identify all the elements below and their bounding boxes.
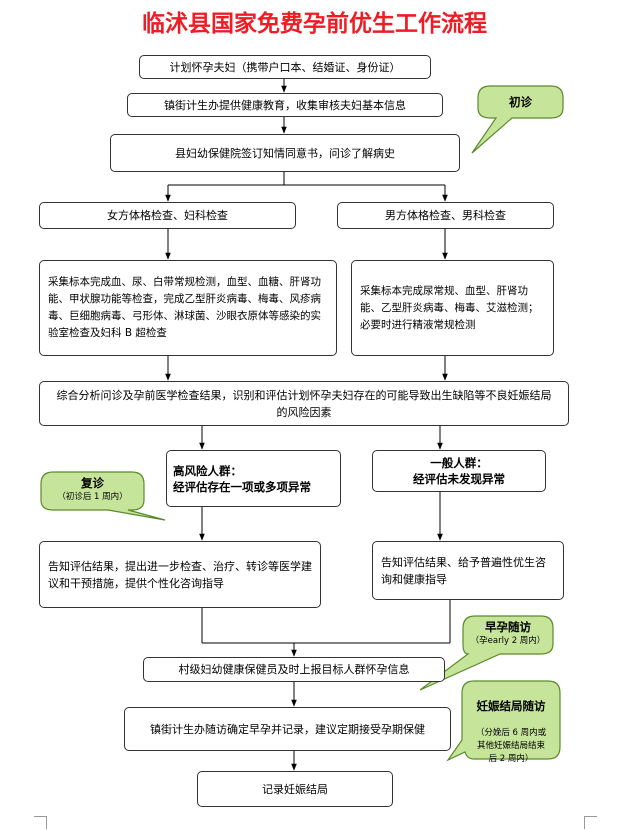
- note-early-sub: （孕early 2 周内）: [470, 636, 546, 646]
- step-town-education: 镇街计生办提供健康教育，收集审核夫妇基本信息: [127, 93, 443, 117]
- step-female-sampling: 采集标本完成血、尿、白带常规检测，血型、血糖、肝肾功能、甲状腺功能等检查，完成乙…: [39, 260, 337, 356]
- note-outcome-sub: （分娩后 6 周内或 其他妊娠结局结束 后 2 周内）: [475, 728, 547, 764]
- page-corner-mark-left: [34, 816, 47, 829]
- note-outcome-title: 妊娠结局随访: [476, 699, 546, 713]
- step-village-report: 村级妇幼健康保健员及时上报目标人群怀孕信息: [143, 657, 445, 682]
- callout-early-pregnancy: [419, 615, 554, 691]
- step-town-followup: 镇街计生办随访确定早孕并记录，建议定期接受孕期保健: [124, 707, 451, 751]
- note-early-pregnancy: 早孕随访 （孕early 2 周内）: [463, 619, 553, 648]
- step-plan-couple: 计划怀孕夫妇（携带户口本、结婚证、身份证）: [139, 55, 431, 79]
- note-outcome-followup: 妊娠结局随访 （分娩后 6 周内或 其他妊娠结局结束 后 2 周内）: [462, 685, 560, 779]
- step-general-inform: 告知评估结果、给予普遍性优生咨询和健康指导: [372, 541, 564, 600]
- note-revisit-sub: （初诊后 1 周内）: [57, 492, 128, 502]
- step-county-consent: 县妇幼保健院签订知情同意书，问诊了解病史: [110, 134, 460, 172]
- note-early-title: 早孕随访: [485, 620, 531, 634]
- step-male-sampling: 采集标本完成尿常规、血型、肝肾功能、乙型肝炎病毒、梅毒、艾滋检测；必要时进行精液…: [351, 260, 554, 356]
- step-risk-assessment: 综合分析问诊及孕前医学检查结果，识别和评估计划怀孕夫妇存在的可能导致出生缺陷等不…: [39, 381, 569, 426]
- callout-revisit: [40, 471, 166, 521]
- callout-first-visit: [471, 85, 564, 154]
- step-general: 一般人群： 经评估未发现异常: [372, 450, 546, 492]
- page-title: 临沭县国家免费孕前优生工作流程: [142, 10, 487, 37]
- page-corner-mark-right: [584, 816, 597, 829]
- note-revisit: 复诊 （初诊后 1 周内）: [41, 475, 144, 504]
- step-record-outcome: 记录妊娠结局: [197, 771, 393, 807]
- step-female-exam: 女方体格检查、妇科检查: [39, 202, 296, 229]
- step-male-exam: 男方体格检查、男科检查: [337, 202, 554, 229]
- note-first-visit: 初诊: [478, 86, 563, 118]
- callout-outcome-followup: [446, 680, 561, 762]
- step-high-inform: 告知评估结果，提出进一步检查、治疗、转诊等医学建议和干预措施，提供个性化咨询指导: [39, 541, 321, 608]
- note-revisit-title: 复诊: [81, 476, 104, 490]
- step-high-risk: 高风险人群： 经评估存在一项或多项异常: [166, 450, 341, 507]
- note-first-visit-title: 初诊: [509, 95, 532, 109]
